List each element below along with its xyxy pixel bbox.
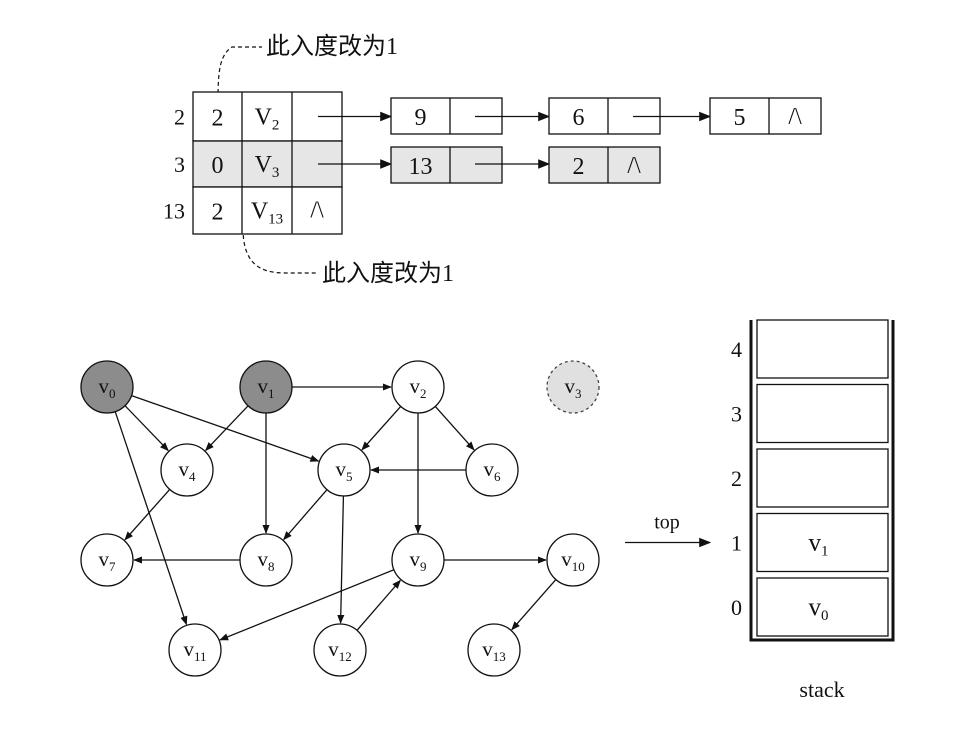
edge-node: 13 [390, 146, 551, 184]
edge-v10-v13 [511, 579, 557, 631]
table-row: 13 2 V13 /\ [163, 186, 343, 235]
node-label: v9 [410, 547, 427, 574]
node-v3: v3 [546, 360, 600, 414]
row-cells [192, 140, 343, 188]
node-v0: v0 [80, 360, 134, 414]
graph-edges [114, 383, 557, 641]
edge-node-value: 9 [415, 105, 427, 131]
edge-v4-v7 [124, 489, 171, 541]
vertex-cell: V2 [255, 105, 280, 134]
node-v13: v13 [467, 623, 521, 677]
node-v5: v5 [317, 443, 371, 497]
node-v12: v12 [313, 623, 367, 677]
stack-caption: stack [799, 677, 844, 702]
row-index: 2 [174, 105, 185, 130]
dependency-graph: v0 v1 v2 v3 v4 v5 v6 v7 v8 v9 v10 v11 v12 v13 [80, 360, 600, 677]
row-cells [192, 186, 343, 235]
stack-slot-value: v0 [809, 594, 829, 624]
null-pointer: /\ [788, 104, 802, 130]
node-label: v6 [484, 457, 502, 484]
edge-v5-v12 [337, 495, 345, 624]
node-label: v3 [565, 374, 582, 401]
node-label: v2 [410, 374, 427, 401]
node-label: v11 [183, 637, 206, 664]
edge-node-value: 6 [573, 105, 585, 131]
table-row: 2 2 V2 9 6 5 /\ [174, 91, 822, 142]
stack-index: 1 [731, 531, 742, 556]
edge-v1-v4 [204, 405, 249, 452]
annotation-top-text: 此入度改为1 [266, 33, 398, 60]
row-index: 3 [174, 152, 185, 177]
row-cells [192, 91, 343, 142]
edge-v0-v4 [124, 405, 169, 452]
table-row: 3 0 V3 13 2 /\ [174, 140, 661, 188]
stack-index: 0 [731, 595, 742, 620]
node-v11: v11 [168, 623, 222, 677]
stack-container [749, 320, 895, 642]
top-label: top [654, 512, 680, 534]
stack-slot: 3 [731, 383, 889, 444]
edge-node: 5 /\ [709, 97, 822, 135]
edge-v2-v6 [434, 405, 475, 451]
null-pointer: /\ [627, 153, 641, 179]
edge-v9-v11 [219, 569, 395, 641]
indegree-cell: 2 [212, 200, 224, 226]
node-v2: v2 [391, 360, 445, 414]
node-v7: v7 [80, 533, 134, 587]
edge-node-value: 13 [409, 154, 433, 180]
edge-node: 9 [390, 97, 551, 135]
vertex-cell: V13 [251, 199, 283, 228]
node-v6: v6 [465, 443, 519, 497]
stack-slot-value: v1 [809, 530, 829, 560]
annotation-bottom-text: 此入度改为1 [322, 260, 454, 287]
stack-index: 4 [731, 337, 742, 362]
edge-v0-v11 [114, 411, 188, 626]
node-label: v12 [328, 637, 352, 664]
node-v10: v10 [546, 533, 600, 587]
indegree-cell: 2 [212, 106, 224, 132]
edge-node-value: 2 [573, 154, 585, 180]
stack-diagram: 0 v0 1 v1 2 3 4 top stack [625, 319, 895, 702]
node-label: v4 [179, 457, 197, 484]
node-v9: v9 [391, 533, 445, 587]
edge-node: 6 [548, 97, 712, 135]
node-label: v8 [258, 547, 275, 574]
annotation-bottom: 此入度改为1 [242, 227, 454, 287]
node-label: v5 [336, 457, 353, 484]
edge-v2-v5 [361, 405, 402, 451]
indegree-cell: 0 [212, 153, 224, 179]
node-v8: v8 [239, 533, 293, 587]
edge-v12-v9 [356, 579, 401, 631]
edge-v0-v5 [131, 394, 320, 462]
node-v4: v4 [160, 443, 214, 497]
node-label: v0 [99, 374, 116, 401]
stack-slot: 1 v1 [731, 512, 889, 573]
node-label: v1 [258, 374, 275, 401]
annotation-top: 此入度改为1 [217, 33, 398, 101]
edge-node: 2 /\ [548, 146, 661, 184]
edge-node-value: 5 [734, 105, 746, 131]
stack-index: 2 [731, 466, 742, 491]
stack-slot: 0 v0 [731, 577, 889, 637]
edge-v5-v8 [283, 489, 328, 541]
stack-slot: 2 [731, 448, 889, 508]
node-label: v10 [561, 547, 585, 574]
stack-slot: 4 [731, 319, 889, 379]
stack-index: 3 [731, 402, 742, 427]
node-v1: v1 [239, 360, 293, 414]
row-index: 13 [163, 199, 185, 224]
node-label: v7 [99, 547, 117, 574]
null-pointer: /\ [310, 198, 324, 224]
vertex-cell: V3 [255, 152, 280, 181]
node-label: v13 [482, 637, 506, 664]
